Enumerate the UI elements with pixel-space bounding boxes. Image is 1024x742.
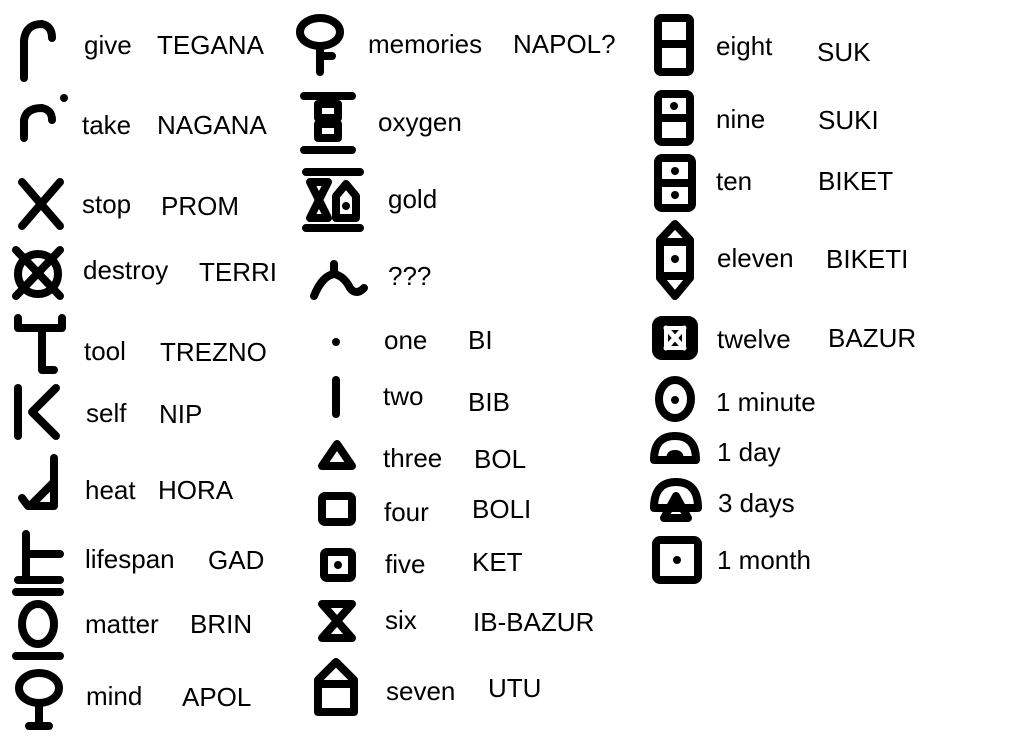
half-dome-glyph <box>650 432 700 464</box>
word: matter <box>85 609 159 639</box>
translation: BOL <box>474 444 527 474</box>
translation: BIKETI <box>826 244 909 274</box>
translation: SUK <box>817 37 871 67</box>
flag-glyph <box>18 454 58 510</box>
translation: TEGANA <box>157 30 264 60</box>
hourglass-glyph <box>318 600 356 642</box>
word: heat <box>85 475 136 505</box>
translation: KET <box>472 547 523 577</box>
word: lifespan <box>85 544 175 574</box>
translation: SUKI <box>818 105 879 135</box>
arch-curl-glyph <box>310 260 368 300</box>
word: 1 month <box>717 545 811 575</box>
t-cross-glyph <box>14 530 64 584</box>
word: oxygen <box>378 107 462 137</box>
word: nine <box>716 104 766 134</box>
translation: BI <box>468 325 493 355</box>
dotted-square-glyph <box>320 548 356 582</box>
hook-glyph <box>20 20 56 82</box>
word: tool <box>84 336 126 366</box>
word: six <box>385 605 417 635</box>
word: one <box>384 325 428 355</box>
circle-stem-glyph <box>15 669 63 730</box>
word: gold <box>388 184 438 214</box>
word: eight <box>716 31 773 61</box>
barred-circle-glyph <box>12 588 64 660</box>
word: two <box>383 381 424 411</box>
translation: NAPOL? <box>513 29 616 59</box>
angle-bracket-glyph <box>14 384 60 440</box>
crossed-circle-glyph <box>12 246 64 300</box>
translation: UTU <box>488 673 542 703</box>
split-rectangle-glyph <box>654 14 694 76</box>
translation: NIP <box>159 399 203 429</box>
translation: GAD <box>208 545 265 575</box>
translation: TREZNO <box>160 337 267 367</box>
translation: BOLI <box>472 494 532 524</box>
translation: BRIN <box>190 609 253 639</box>
split-rectangle-dot-glyph <box>654 90 694 146</box>
word: ??? <box>388 261 432 291</box>
dot-glyph <box>332 338 340 346</box>
word: mind <box>86 681 143 711</box>
cross-glyph <box>18 178 64 230</box>
line-glyph <box>332 376 340 418</box>
hook-dot-glyph <box>20 94 68 142</box>
house-glyph <box>314 658 358 716</box>
stacked-squares-glyph <box>300 92 356 154</box>
translation: HORA <box>158 475 234 505</box>
translation: BAZUR <box>828 323 917 353</box>
square-glyph <box>318 492 356 526</box>
double-dot-rectangle-glyph <box>654 154 696 212</box>
word: memories <box>368 29 483 59</box>
hexagon-dot-glyph <box>656 220 694 300</box>
word: ten <box>716 166 753 196</box>
word: four <box>384 497 429 527</box>
word: five <box>385 549 426 579</box>
translation: BIB <box>468 387 510 417</box>
oval-dot-glyph <box>655 376 695 422</box>
hourglass-house-glyph <box>302 168 364 232</box>
t-bar-glyph <box>14 314 66 374</box>
circle-stem-flag-glyph <box>296 14 344 76</box>
word: twelve <box>717 324 791 354</box>
translation: TERRI <box>199 257 277 287</box>
translation: BIKET <box>818 166 894 196</box>
word: three <box>383 443 443 473</box>
translation: APOL <box>182 682 252 712</box>
filled-crossed-square-glyph <box>652 316 698 360</box>
translation: IB-BAZUR <box>473 607 595 637</box>
word: self <box>86 398 127 428</box>
word: seven <box>386 676 456 706</box>
word: 3 days <box>718 488 795 518</box>
translation: PROM <box>161 191 239 221</box>
word: take <box>82 110 132 140</box>
word: 1 minute <box>716 387 816 417</box>
dome-triangle-glyph <box>650 478 702 522</box>
triangle-glyph <box>318 440 356 470</box>
word: give <box>84 30 132 60</box>
word: eleven <box>717 243 794 273</box>
tall-dot-square-glyph <box>652 536 702 584</box>
translation: NAGANA <box>157 110 267 140</box>
word: 1 day <box>717 437 781 467</box>
word: stop <box>82 189 132 219</box>
word: destroy <box>83 255 169 285</box>
